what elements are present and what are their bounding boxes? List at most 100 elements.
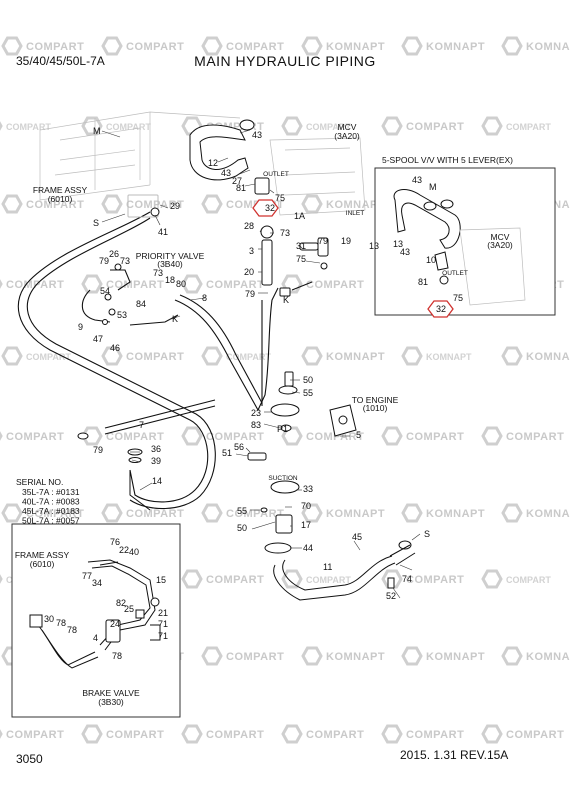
svg-text:COMPART: COMPART [206, 279, 264, 291]
inset-part-number: 13 [393, 239, 403, 249]
svg-text:COMPART: COMPART [106, 122, 151, 132]
label-layer: FRAME ASSY(6010)PRIORITY VALVE(3B40)MCV(… [15, 122, 513, 707]
svg-text:COMPART: COMPART [106, 279, 164, 291]
watermark-tile: COMPART [281, 116, 351, 136]
serial-row: 35L-7A : #0131 [22, 487, 80, 497]
part-number: 3 [249, 246, 254, 256]
part-number: 17 [301, 520, 311, 530]
watermark-tile: KOMNAPT [401, 503, 485, 523]
part-number: 53 [117, 310, 127, 320]
watermark-tile: COMPART [201, 503, 284, 523]
part-number: 33 [303, 484, 313, 494]
mcv-label: MCV [338, 122, 357, 132]
frame-assy-bottom-label: FRAME ASSY [15, 550, 70, 560]
part-number: 81 [236, 183, 246, 193]
watermark-tile: COMPART [0, 121, 51, 132]
svg-text:COMPART: COMPART [6, 729, 64, 741]
watermark-tile: COMPART [181, 274, 264, 294]
inset-5-spool [374, 167, 556, 316]
main-hoses [17, 211, 279, 510]
part-number: 73 [153, 268, 163, 278]
watermark-tile: COMPART [481, 426, 564, 446]
part-number: 55 [303, 388, 313, 398]
svg-text:KOMNAPT: KOMNAPT [426, 508, 485, 520]
inset-part-number: 10 [426, 255, 436, 265]
brake-part-number: 30 [44, 614, 54, 624]
svg-text:KOMNAPT: KOMNAPT [426, 352, 472, 362]
watermark-tile: KOMNAPT [501, 646, 570, 666]
part-number: 50 [303, 375, 313, 385]
watermark-tile: COMPART [81, 116, 151, 136]
frame-assy-code: (6010) [48, 194, 73, 204]
part-number: S [93, 218, 99, 228]
svg-text:COMPART: COMPART [26, 41, 84, 53]
left-fittings [77, 194, 160, 511]
to-engine-code: (1010) [363, 403, 388, 413]
inset-part-number: 43 [412, 175, 422, 185]
highlight-32 [252, 199, 454, 318]
inset-part-number: 81 [418, 277, 428, 287]
watermark-tile: COMPART [0, 729, 64, 741]
svg-text:KOMNAPT: KOMNAPT [326, 351, 385, 363]
svg-text:COMPART: COMPART [126, 351, 184, 363]
mcv-code: (3A20) [334, 131, 360, 141]
part-number: 79 [245, 289, 255, 299]
part-number: 83 [251, 420, 261, 430]
svg-text:KOMNAPT: KOMNAPT [526, 41, 570, 53]
revision-label: 2015. 1.31 REV.15A [400, 748, 509, 762]
watermark-tile: KOMNAPT [301, 36, 385, 56]
svg-text:COMPART: COMPART [226, 41, 284, 53]
watermark-tile: COMPART [0, 431, 64, 443]
part-number: 27 [232, 176, 242, 186]
svg-text:COMPART: COMPART [506, 729, 564, 741]
part-number: 75 [296, 254, 306, 264]
part-number: 26 [109, 249, 119, 259]
part-number: 36 [151, 444, 161, 454]
svg-text:COMPART: COMPART [306, 575, 351, 585]
watermark-tile: KOMNAPT [301, 503, 385, 523]
watermark-tile: COMPART [481, 569, 551, 589]
watermark-tile: COMPART [201, 36, 284, 56]
brake-part-number: 71 [158, 619, 168, 629]
part-number: 84 [136, 299, 146, 309]
svg-text:COMPART: COMPART [126, 199, 184, 211]
part-number: 54 [100, 286, 110, 296]
svg-text:COMPART: COMPART [6, 279, 64, 291]
watermark-tile: KOMNAPT [501, 36, 570, 56]
watermark-tile: COMPART [481, 116, 551, 136]
part-number: 32 [265, 203, 275, 213]
svg-text:COMPART: COMPART [406, 121, 464, 133]
watermark-tile: COMPART [101, 503, 184, 523]
part-number: 14 [152, 476, 162, 486]
svg-text:COMPART: COMPART [206, 729, 264, 741]
part-number: S [424, 529, 430, 539]
part-number: 9 [78, 322, 83, 332]
part-number: 19 [341, 236, 351, 246]
part-number: 11 [323, 562, 332, 572]
part-number: 7 [139, 420, 144, 430]
part-number: 50 [237, 523, 247, 533]
serial-row: 50L-7A : #0057 [22, 516, 80, 526]
inset-part-number: 32 [436, 304, 446, 314]
svg-text:COMPART: COMPART [306, 279, 364, 291]
watermark-tile: COMPART [381, 426, 464, 446]
brake-part-number: 78 [67, 625, 77, 635]
serial-row: 40L-7A : #0083 [22, 497, 80, 507]
part-number: 70 [301, 501, 311, 511]
watermark-tile: KOMNAPT [301, 646, 385, 666]
svg-text:COMPART: COMPART [506, 575, 551, 585]
brake-part-number: 22 [119, 545, 129, 555]
watermark-tile: COMPART [281, 724, 364, 744]
brake-part-number: 71 [158, 631, 168, 641]
svg-text:COMPART: COMPART [406, 729, 464, 741]
watermark-tile: COMPART [101, 346, 184, 366]
inlet-label: INLET [346, 210, 364, 217]
part-number: 52 [386, 591, 396, 601]
brake-part-number: 4 [93, 633, 98, 643]
watermark-tile: COMPART [201, 346, 271, 366]
svg-text:COMPART: COMPART [406, 431, 464, 443]
svg-text:COMPART: COMPART [6, 431, 64, 443]
serial-title: SERIAL NO. [16, 477, 63, 487]
watermark-tile: COMPART [101, 194, 184, 214]
